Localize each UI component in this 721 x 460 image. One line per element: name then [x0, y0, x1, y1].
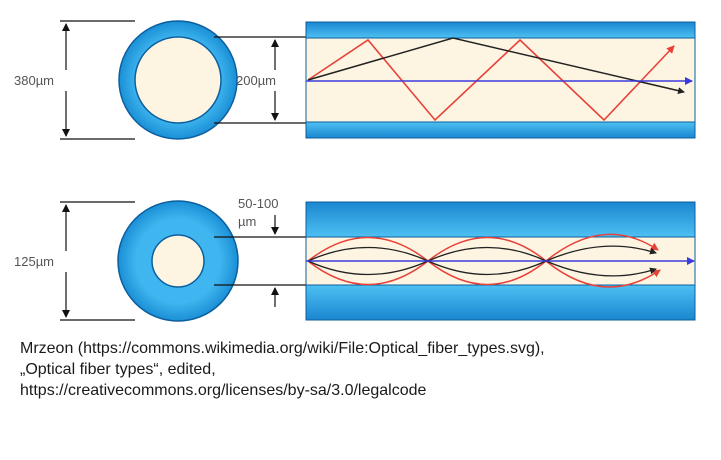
top-fiber-core-disc [134, 36, 222, 124]
top-long-cladding-upper [305, 21, 696, 39]
bottom-core-dimension [214, 215, 306, 307]
top-long-core [305, 37, 696, 123]
bottom-long-cladding-lower [305, 284, 696, 321]
optical-fiber-diagram: 380µm 200µm 125µm 50-100 µm [14, 20, 696, 322]
bottom-fiber-longitudinal [305, 201, 696, 321]
attribution-caption: Mrzeon (https://commons.wikimedia.org/wi… [20, 338, 710, 401]
top-ray-zigzag-red [307, 38, 675, 122]
top-outer-diameter-label: 380µm [14, 73, 54, 88]
top-core-diameter-label: 200µm [236, 73, 276, 88]
bottom-outer-dimension [60, 201, 135, 321]
bottom-fiber-core-disc [151, 234, 205, 288]
bottom-core-size-label-line2: µm [238, 214, 256, 229]
bottom-ray-red-lower [307, 260, 661, 288]
top-fiber-cross-section [118, 20, 238, 140]
top-long-cladding-lower [305, 121, 696, 139]
bottom-ray-red-upper [307, 233, 659, 262]
top-ray-dark [307, 37, 685, 95]
bottom-core-size-label-line1: 50-100 [238, 196, 278, 211]
bottom-long-cladding-upper [305, 201, 696, 238]
bottom-ray-dark-upper [307, 245, 657, 262]
top-outer-dimension [60, 20, 135, 140]
top-fiber-longitudinal [305, 21, 696, 139]
bottom-fiber-cross-section [117, 200, 239, 322]
top-core-dimension [214, 36, 306, 124]
caption-line-2: „Optical fiber types“, edited, [20, 361, 216, 378]
bottom-outer-diameter-label: 125µm [14, 254, 54, 269]
caption-line-1: Mrzeon (https://commons.wikimedia.org/wi… [20, 340, 545, 357]
caption-line-3: https://creativecommons.org/licenses/by-… [20, 382, 427, 399]
bottom-ray-dark-lower [307, 260, 657, 277]
